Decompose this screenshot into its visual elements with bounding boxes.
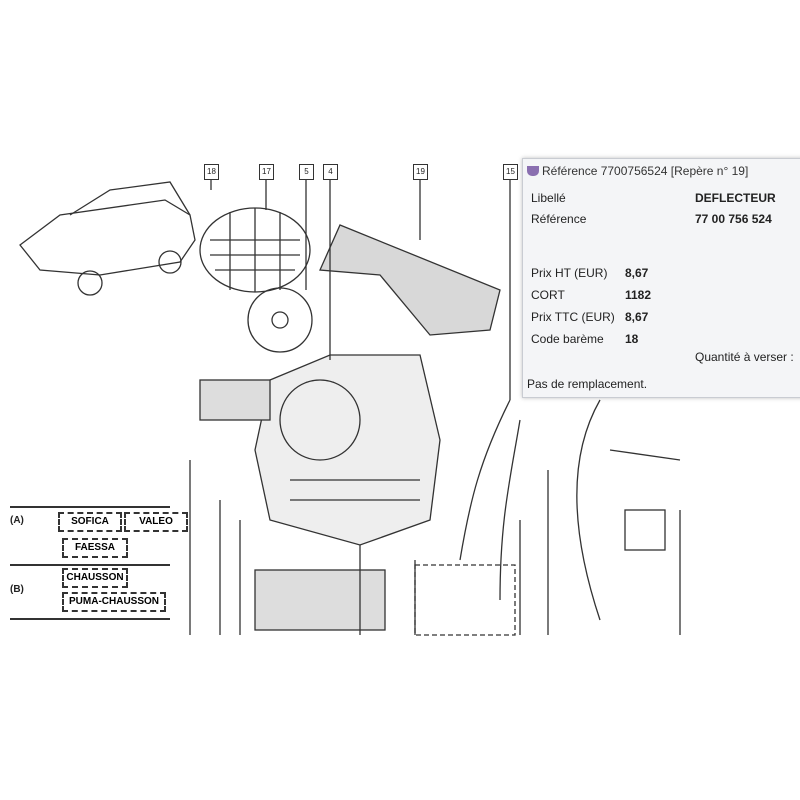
code-bareme-value: 18 [625,332,639,346]
popup-title-text: Référence 7700756524 [Repère n° 19] [542,164,749,178]
divider [10,618,170,620]
supplier-puma-chausson: PUMA-CHAUSSON [62,592,166,612]
reference-value: 77 00 756 524 [695,212,772,226]
quantite-label: Quantité à verser : [695,350,794,364]
java-cup-icon [527,166,539,176]
remplacement-text: Pas de remplacement. [527,377,648,391]
code-bareme-label: Code barème [531,332,604,346]
supplier-faessa: FAESSA [62,538,128,558]
supplier-chausson: CHAUSSON [62,568,128,588]
divider [10,564,170,566]
fan-wheel [247,287,313,353]
callout-18[interactable]: 18 [204,164,219,180]
prix-ttc-value: 8,67 [625,310,649,324]
callout-17[interactable]: 17 [259,164,274,180]
legend-b-label: (B) [10,584,24,595]
heater-core [254,569,386,631]
car-illustration [19,181,196,296]
resistor [199,379,271,421]
cables [459,399,681,621]
deflector-19 [319,224,501,336]
reference-label: Référence [531,212,587,226]
callout-19[interactable]: 19 [413,164,428,180]
prix-ht-label: Prix HT (EUR) [531,266,608,280]
reference-popup: Référence 7700756524 [Repère n° 19] Libe… [522,158,800,398]
cort-value: 1182 [625,288,652,302]
divider [10,506,170,508]
callout-4[interactable]: 4 [323,164,338,180]
prix-ht-value: 8,67 [625,266,649,280]
blower-grille [199,207,311,293]
supplier-valeo: VALEO [124,512,188,532]
cort-label: CORT [531,288,565,302]
popup-title: Référence 7700756524 [Repère n° 19] [527,164,748,178]
libelle-value: DEFLECTEUR [695,191,776,205]
heater-housing [254,354,441,546]
callout-15[interactable]: 15 [503,164,518,180]
prix-ttc-label: Prix TTC (EUR) [531,310,615,324]
supplier-sofica: SOFICA [58,512,122,532]
legend-a-label: (A) [10,515,24,526]
libelle-label: Libellé [531,191,566,205]
callout-5[interactable]: 5 [299,164,314,180]
